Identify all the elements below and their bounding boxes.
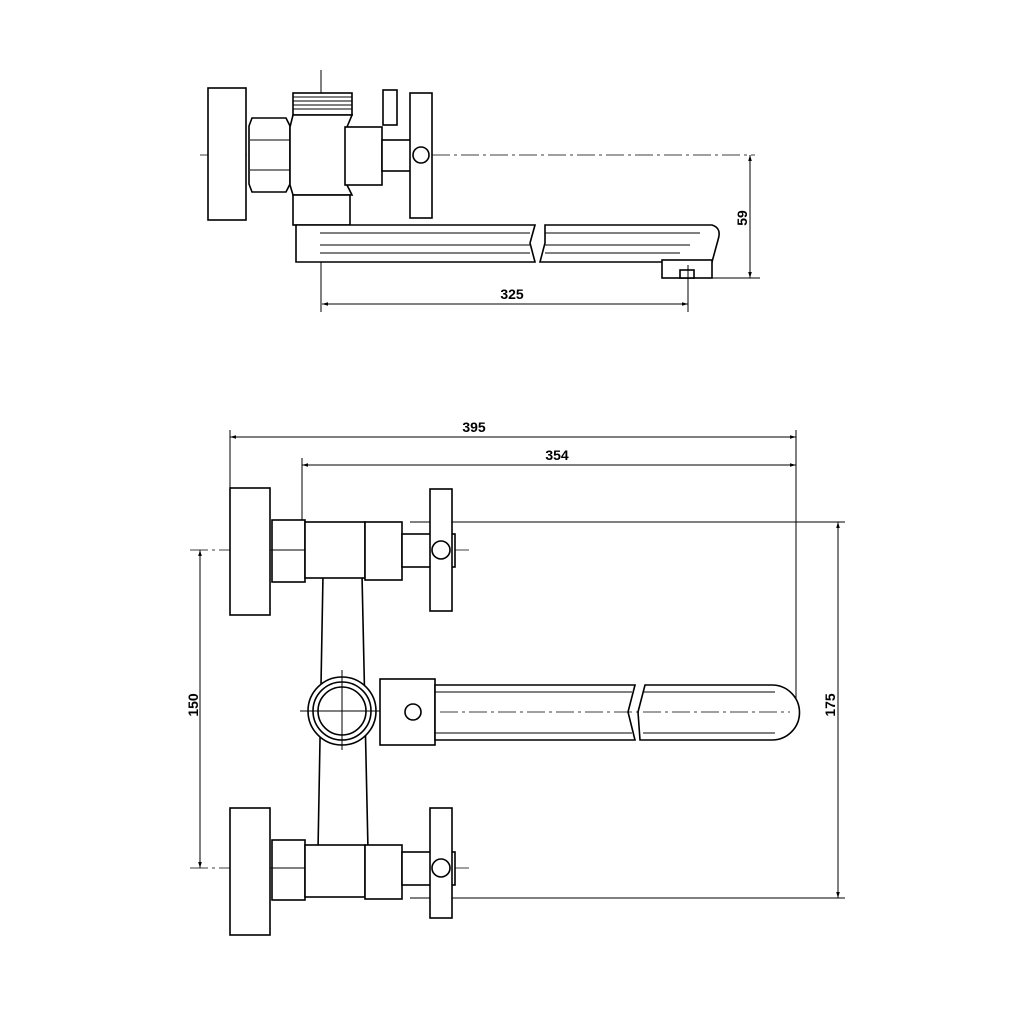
valve-block [344, 126, 383, 186]
side-view: 59 325 [200, 70, 760, 312]
indicator-cap [382, 89, 398, 126]
dim-label-overall-width: 395 [462, 419, 486, 435]
thread-connector [292, 92, 353, 116]
dim-label-inlet-spacing: 150 [185, 693, 201, 717]
handle-hub-bottom [431, 858, 451, 878]
handle-hub [412, 146, 430, 164]
spout-left-top [434, 684, 637, 741]
wall-flange [207, 87, 247, 221]
spout-right [538, 224, 720, 263]
top-view: 395 354 [185, 419, 845, 936]
valve-block-bottom [364, 844, 403, 900]
spout-right-top [637, 684, 801, 741]
spout-left [295, 224, 537, 263]
dim-label-spout-drop: 59 [734, 210, 750, 226]
valve-body-bottom [304, 844, 366, 898]
hex-nut-bottom [271, 839, 306, 901]
wall-flange-bottom [229, 807, 271, 936]
valve-stem [381, 139, 413, 172]
thread-lines [293, 96, 352, 110]
valve-block-top [364, 521, 403, 581]
handle-hub-top [431, 540, 451, 560]
valve-body-top [304, 521, 366, 579]
spout-outlet [292, 194, 351, 226]
wall-flange-top [229, 487, 271, 616]
dim-label-spout-reach: 354 [545, 447, 569, 463]
valve-body [289, 114, 354, 196]
dim-label-overall-height: 175 [822, 693, 838, 717]
aerator-tip [679, 269, 695, 279]
hex-nut [248, 117, 291, 193]
dim-label-spout-length: 325 [500, 286, 524, 302]
collar-screw [404, 703, 422, 721]
hex-nut-top [271, 519, 306, 583]
